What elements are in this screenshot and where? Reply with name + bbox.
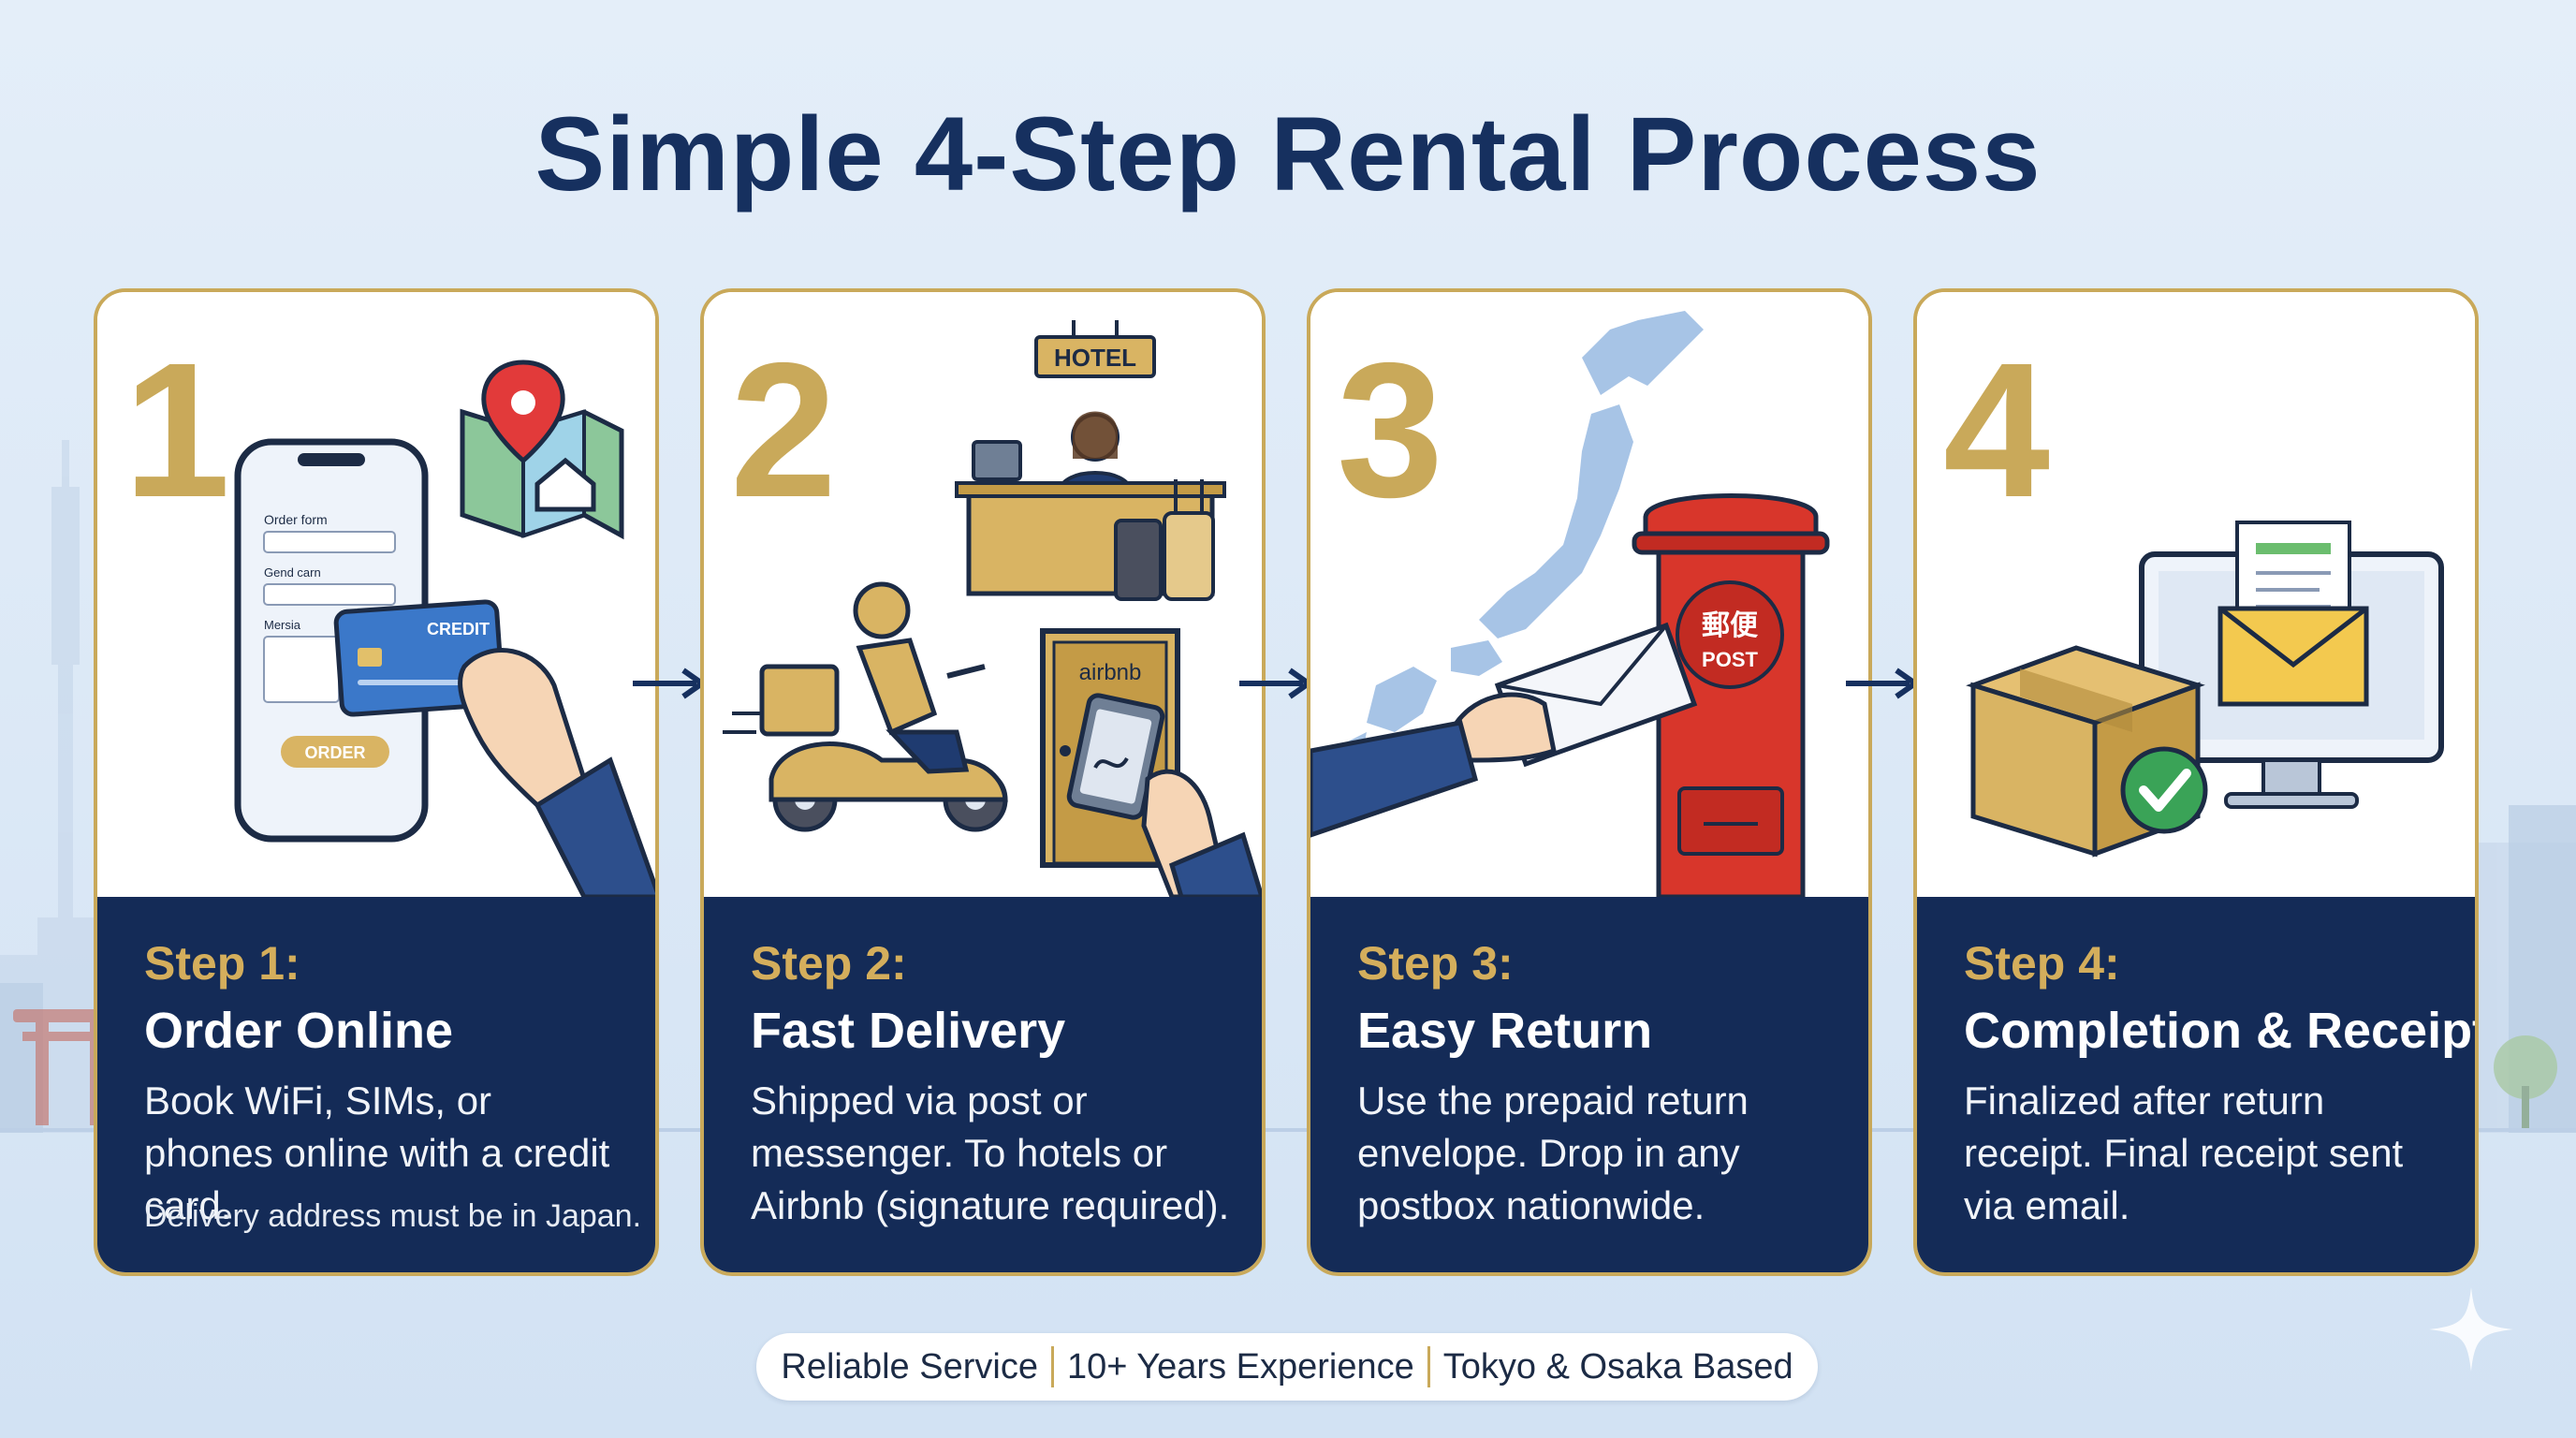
step-number-1: 1 [124, 323, 230, 537]
step-card-1: 1 Order form Gend carn Mersia ORDE [94, 288, 659, 1276]
footer-item: Reliable Service [781, 1346, 1038, 1387]
order-button: ORDER [304, 743, 365, 762]
step-1-illustration: 1 Order form Gend carn Mersia ORDE [97, 292, 655, 897]
hotel-sign: HOTEL [1054, 344, 1136, 372]
step-description: Finalized after return receipt. Final re… [1964, 1078, 2404, 1227]
step-4-text-panel: Step 4: Completion & Receipt Finalized a… [1917, 897, 2475, 1272]
step-title: Completion & Receipt [1964, 1003, 2479, 1059]
step-1-text-panel: Step 1: Order Online Book WiFi, SIMs, or… [97, 897, 655, 1272]
footer-tagline: Reliable Service 10+ Years Experience To… [756, 1333, 1818, 1401]
footer-item: Tokyo & Osaka Based [1442, 1346, 1793, 1387]
postbox-kanji: 郵便 [1702, 609, 1759, 642]
step-card-3: 3 郵便 POST [1307, 288, 1872, 1276]
form-label: Order form [264, 512, 328, 527]
form-label: Gend carn [264, 565, 321, 580]
step-title: Easy Return [1357, 1003, 1653, 1059]
hand-icon [458, 648, 655, 897]
footer-item: 10+ Years Experience [1066, 1346, 1414, 1387]
scooter-courier-icon [723, 581, 1008, 832]
step-description: Use the prepaid return envelope. Drop in… [1357, 1078, 1749, 1227]
step-label: Step 1: [144, 937, 300, 990]
step-description: Shipped via post or messenger. To hotels… [751, 1078, 1230, 1227]
step-title: Order Online [144, 1003, 454, 1059]
page-title: Simple 4-Step Rental Process [534, 95, 2042, 213]
step-2-text-panel: Step 2: Fast Delivery Shipped via post o… [704, 897, 1262, 1272]
step-number-2: 2 [730, 323, 837, 537]
hand-icon [1310, 692, 1557, 838]
step-2-illustration: 2 HOTEL [704, 292, 1262, 897]
step-label: Step 4: [1964, 937, 2120, 990]
postbox-icon: 郵便 POST [1632, 493, 1830, 897]
step-card-4: 4 [1913, 288, 2479, 1276]
check-icon [2120, 746, 2208, 834]
footer-divider [1050, 1346, 1054, 1387]
japan-map-icon [1348, 311, 1704, 756]
sparkle-icon [2429, 1287, 2513, 1372]
email-receipt-icon [2217, 521, 2369, 707]
step-number-3: 3 [1337, 323, 1443, 537]
step-label: Step 3: [1357, 937, 1514, 990]
airbnb-label: airbnb [1079, 660, 1142, 685]
smartphone-icon: Order form Gend carn Mersia ORDER [234, 438, 429, 843]
step-3-text-panel: Step 3: Easy Return Use the prepaid retu… [1310, 897, 1868, 1272]
postbox-label: POST [1702, 648, 1758, 671]
step-4-illustration: 4 [1917, 292, 2475, 897]
map-pin-icon [460, 360, 624, 540]
step-title: Fast Delivery [751, 1003, 1066, 1059]
footer-divider [1427, 1346, 1430, 1387]
step-description: Book WiFi, SIMs, or phones online with a… [144, 1078, 610, 1227]
step-label: Step 2: [751, 937, 907, 990]
card-label: CREDIT [427, 620, 490, 638]
hotel-reception-icon: HOTEL [955, 320, 1226, 601]
tablet-signature-icon [1066, 693, 1262, 897]
step-card-2: 2 HOTEL [700, 288, 1266, 1276]
step-3-illustration: 3 郵便 POST [1310, 292, 1868, 897]
step-note: Delivery address must be in Japan. [144, 1198, 642, 1234]
step-number-4: 4 [1943, 323, 2050, 537]
form-label: Mersia [264, 618, 301, 632]
